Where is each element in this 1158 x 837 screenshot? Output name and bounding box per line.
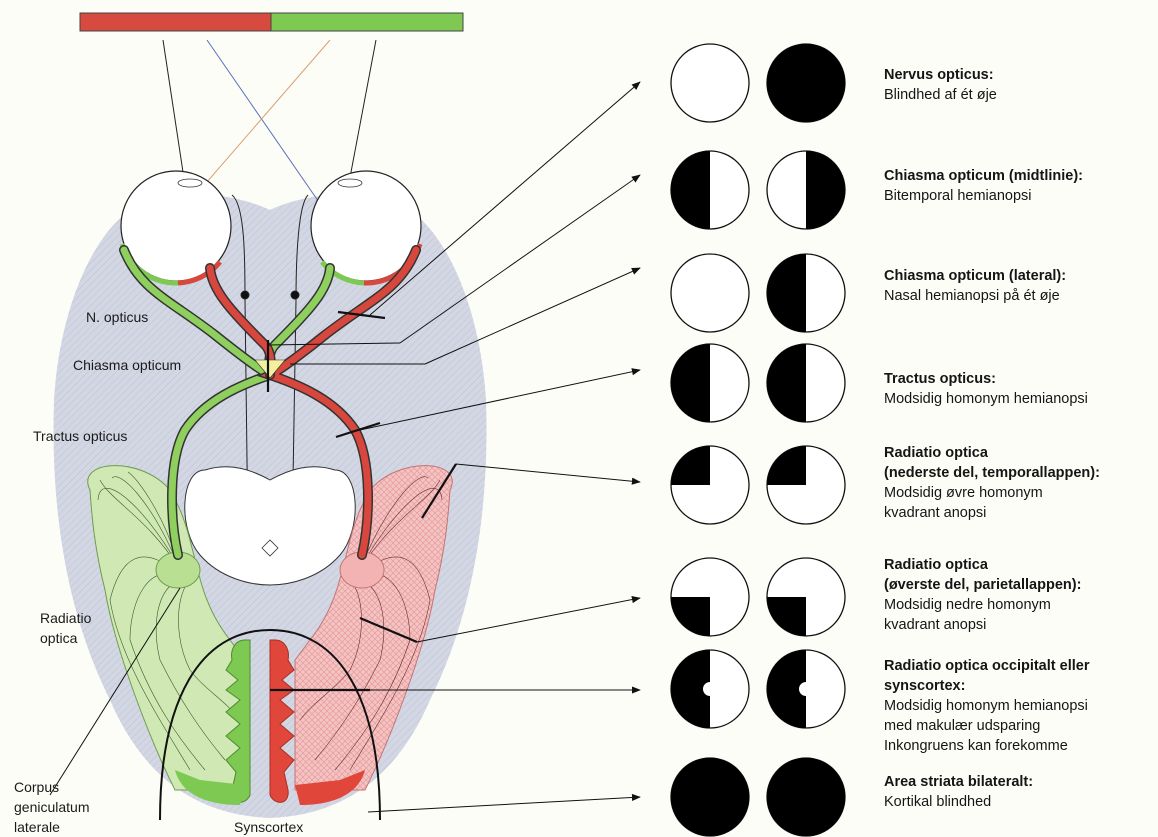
lesion-title: Radiatio optica (nederste del, temporall… [884, 443, 1100, 483]
lesion-line: Inkongruens kan forekomme [884, 736, 1089, 756]
visual-field-2-right-eye [767, 151, 845, 229]
field-defect [767, 44, 845, 122]
lesion-line: Blindhed af ét øje [884, 85, 997, 105]
visual-field-4-left-eye [671, 344, 749, 422]
left-visual-field-bar [80, 13, 271, 31]
label-n-opticus: N. opticus [86, 309, 148, 325]
lesion-desc-2: Chiasma opticum (midtlinie): Bitemporal … [884, 166, 1083, 206]
right-visual-field-bar [271, 13, 463, 31]
field-defect [767, 254, 806, 332]
lesion-title: Area striata bilateralt: [884, 772, 1033, 792]
field-defect [671, 597, 710, 636]
lesion-line: Modsidig øvre homonym [884, 483, 1100, 503]
lesion-title: Radiatio optica occipitalt eller synscor… [884, 656, 1089, 696]
lesion-line: med makulær udsparing [884, 716, 1089, 736]
lesion-line: Kortikal blindhed [884, 792, 1033, 812]
visual-field-5-left-eye [671, 446, 749, 524]
lesion-line: Bitemporal hemianopsi [884, 186, 1083, 206]
field-defect [671, 446, 710, 485]
lesion-desc-7: Radiatio optica occipitalt eller synscor… [884, 656, 1089, 756]
lesion-desc-5: Radiatio optica (nederste del, temporall… [884, 443, 1100, 523]
visual-field-4-right-eye [767, 344, 845, 422]
visual-field-5-right-eye [767, 446, 845, 524]
label-radiatio-2: optica [40, 630, 78, 646]
lesion-line: kvadrant anopsi [884, 503, 1100, 523]
visual-field-1-left-eye [671, 44, 749, 122]
field-defect [767, 344, 806, 422]
visual-field-6-right-eye [767, 558, 845, 636]
label-corpus-1: Corpus [14, 779, 59, 795]
label-corpus-2: geniculatum [14, 799, 90, 815]
visual-field-7-left-eye [671, 650, 749, 728]
lesion-desc-6: Radiatio optica (øverste del, parietalla… [884, 555, 1081, 635]
visual-field-1-right-eye [767, 44, 845, 122]
visual-field-8-right-eye [767, 758, 845, 836]
visual-field-2-left-eye [671, 151, 749, 229]
lesion-line: kvadrant anopsi [884, 615, 1081, 635]
lesion-title: Chiasma opticum (lateral): [884, 266, 1066, 286]
label-radiatio-1: Radiatio [40, 610, 92, 626]
lesion-desc-8: Area striata bilateralt: Kortikal blindh… [884, 772, 1033, 812]
visual-field-3-right-eye [767, 254, 845, 332]
field-defect [767, 597, 806, 636]
field-defect [671, 758, 749, 836]
label-chiasma: Chiasma opticum [73, 357, 181, 373]
lesion-title: Tractus opticus: [884, 369, 1088, 389]
label-synscortex: Synscortex [234, 819, 303, 835]
lesion-title: Radiatio optica (øverste del, parietalla… [884, 555, 1081, 595]
field-defect [671, 344, 710, 422]
lesion-title: Chiasma opticum (midtlinie): [884, 166, 1083, 186]
lesion-line: Modsidig homonym hemianopsi [884, 389, 1088, 409]
visual-field-defects [671, 44, 845, 836]
field-defect [671, 151, 710, 229]
field-defect [767, 446, 806, 485]
lesion-desc-3: Chiasma opticum (lateral): Nasal hemiano… [884, 266, 1066, 306]
lesion-desc-1: Nervus opticus: Blindhed af ét øje [884, 65, 997, 105]
label-tractus: Tractus opticus [33, 428, 127, 444]
lesion-line: Modsidig homonym hemianopsi [884, 696, 1089, 716]
visual-field-6-left-eye [671, 558, 749, 636]
lesion-desc-4: Tractus opticus: Modsidig homonym hemian… [884, 369, 1088, 409]
lesion-line: Modsidig nedre homonym [884, 595, 1081, 615]
label-corpus-3: laterale [14, 819, 60, 835]
visual-field-8-left-eye [671, 758, 749, 836]
visual-field-7-right-eye [767, 650, 845, 728]
field-defect [767, 758, 845, 836]
lesion-title: Nervus opticus: [884, 65, 997, 85]
field-defect [806, 151, 845, 229]
lesion-line: Nasal hemianopsi på ét øje [884, 286, 1066, 306]
visual-field-3-left-eye [671, 254, 749, 332]
